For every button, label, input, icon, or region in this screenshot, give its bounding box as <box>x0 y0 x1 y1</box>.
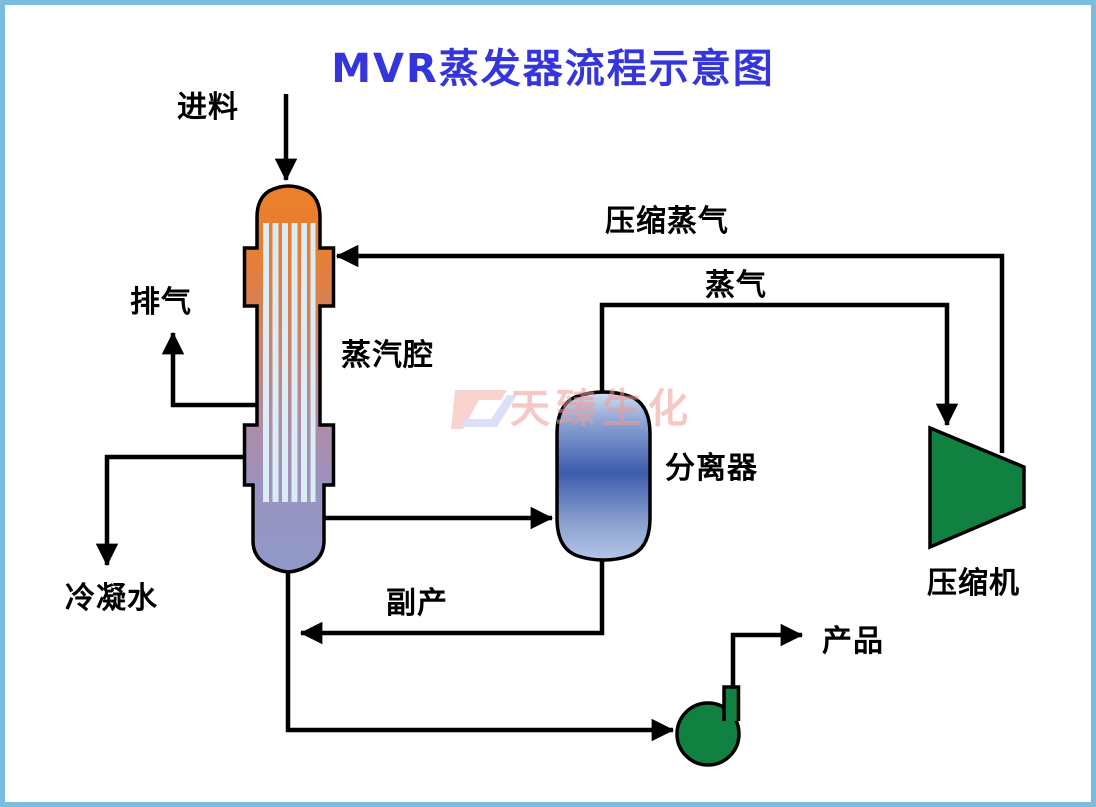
label-steam-chamber: 蒸汽腔 <box>341 338 434 373</box>
watermark-logo-blue-stroke <box>461 395 517 427</box>
label-steam: 蒸气 <box>705 268 767 303</box>
compressor-shape <box>928 425 1026 550</box>
label-product: 产品 <box>822 624 884 659</box>
separator-vessel <box>555 390 652 562</box>
product-line-arrow <box>730 623 804 689</box>
steam-line-arrow <box>599 302 959 427</box>
label-compressor: 压缩机 <box>927 566 1020 601</box>
evaporator-to-pump-line-arrow <box>285 568 675 742</box>
evaporator-tube-bundle <box>261 223 316 502</box>
exhaust-line-arrow <box>161 331 257 408</box>
condensate-line-arrow <box>95 454 245 567</box>
watermark-logo <box>451 390 517 429</box>
watermark-text: 天臻生化 <box>510 386 694 432</box>
pump-outlet-nozzle <box>722 685 741 721</box>
byproduct-line-arrow <box>299 557 605 645</box>
label-separator: 分离器 <box>665 451 758 486</box>
label-compressed-steam: 压缩蒸气 <box>605 204 729 239</box>
compressed-steam-line-arrow <box>335 244 1005 453</box>
page-title: MVR蒸发器流程示意图 <box>331 46 775 92</box>
label-condensate: 冷凝水 <box>65 581 158 616</box>
label-feed: 进料 <box>177 90 239 125</box>
label-exhaust: 排气 <box>130 285 192 320</box>
label-byproduct: 副产 <box>386 586 448 621</box>
diagram-canvas <box>95 94 1026 767</box>
